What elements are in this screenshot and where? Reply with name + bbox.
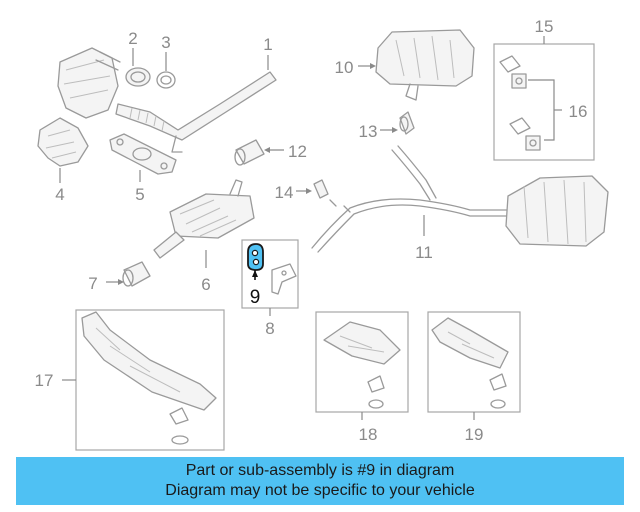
callout-9: 9 bbox=[250, 287, 261, 308]
callout-8: 8 bbox=[265, 319, 274, 338]
part-12-clamp-sleeve[interactable] bbox=[234, 139, 265, 166]
callout-6: 6 bbox=[201, 275, 210, 294]
part-9-rubber-hanger[interactable] bbox=[247, 243, 264, 271]
callout-16: 16 bbox=[569, 102, 588, 121]
part-5-flange-gasket[interactable] bbox=[109, 133, 177, 175]
part-19-heat-shield[interactable] bbox=[431, 317, 509, 409]
banner-line-2: Diagram may not be specific to your vehi… bbox=[165, 482, 475, 499]
callout-1: 1 bbox=[263, 35, 272, 54]
catalytic-converter bbox=[57, 47, 121, 119]
callout-13: 13 bbox=[359, 122, 378, 141]
callout-4: 4 bbox=[55, 185, 64, 204]
part-17-heat-shield[interactable] bbox=[81, 311, 217, 445]
callout-14: 14 bbox=[275, 183, 294, 202]
callout-2: 2 bbox=[128, 29, 137, 48]
callout-12: 12 bbox=[288, 142, 307, 161]
part-16-hanger-upper[interactable] bbox=[499, 55, 527, 89]
part-7-coupler[interactable] bbox=[122, 261, 151, 287]
callout-7: 7 bbox=[88, 274, 97, 293]
callout-19: 19 bbox=[465, 425, 484, 444]
exhaust-parts-diagram: 4 2 3 1 5 12 bbox=[35, 17, 609, 451]
callout-17: 17 bbox=[35, 371, 54, 390]
callout-3: 3 bbox=[161, 33, 170, 52]
callout-11: 11 bbox=[415, 243, 433, 262]
banner-line-1: Part or sub-assembly is #9 in diagram bbox=[185, 462, 455, 479]
callout-5: 5 bbox=[135, 185, 144, 204]
part-14-hanger[interactable] bbox=[313, 179, 329, 199]
part-4-heat-shield[interactable] bbox=[37, 117, 89, 167]
part-13-tail-tip[interactable] bbox=[399, 111, 415, 135]
part-18-heat-shield[interactable] bbox=[323, 321, 401, 409]
callout-18: 18 bbox=[359, 425, 378, 444]
info-banner: Part or sub-assembly is #9 in diagram Di… bbox=[16, 457, 624, 505]
part-8-bracket[interactable] bbox=[271, 263, 297, 295]
part-1-front-pipe[interactable] bbox=[115, 71, 277, 153]
callout-15: 15 bbox=[535, 17, 554, 36]
part-3-gasket[interactable] bbox=[156, 71, 176, 89]
part-10-rear-muffler[interactable] bbox=[375, 29, 475, 101]
callout-10: 10 bbox=[335, 58, 354, 77]
part-11-rear-pipe[interactable] bbox=[311, 145, 609, 253]
part-16-hanger-lower[interactable] bbox=[509, 117, 541, 151]
part-6-center-muffler[interactable] bbox=[153, 179, 255, 259]
part-2-clamp[interactable] bbox=[125, 67, 151, 87]
